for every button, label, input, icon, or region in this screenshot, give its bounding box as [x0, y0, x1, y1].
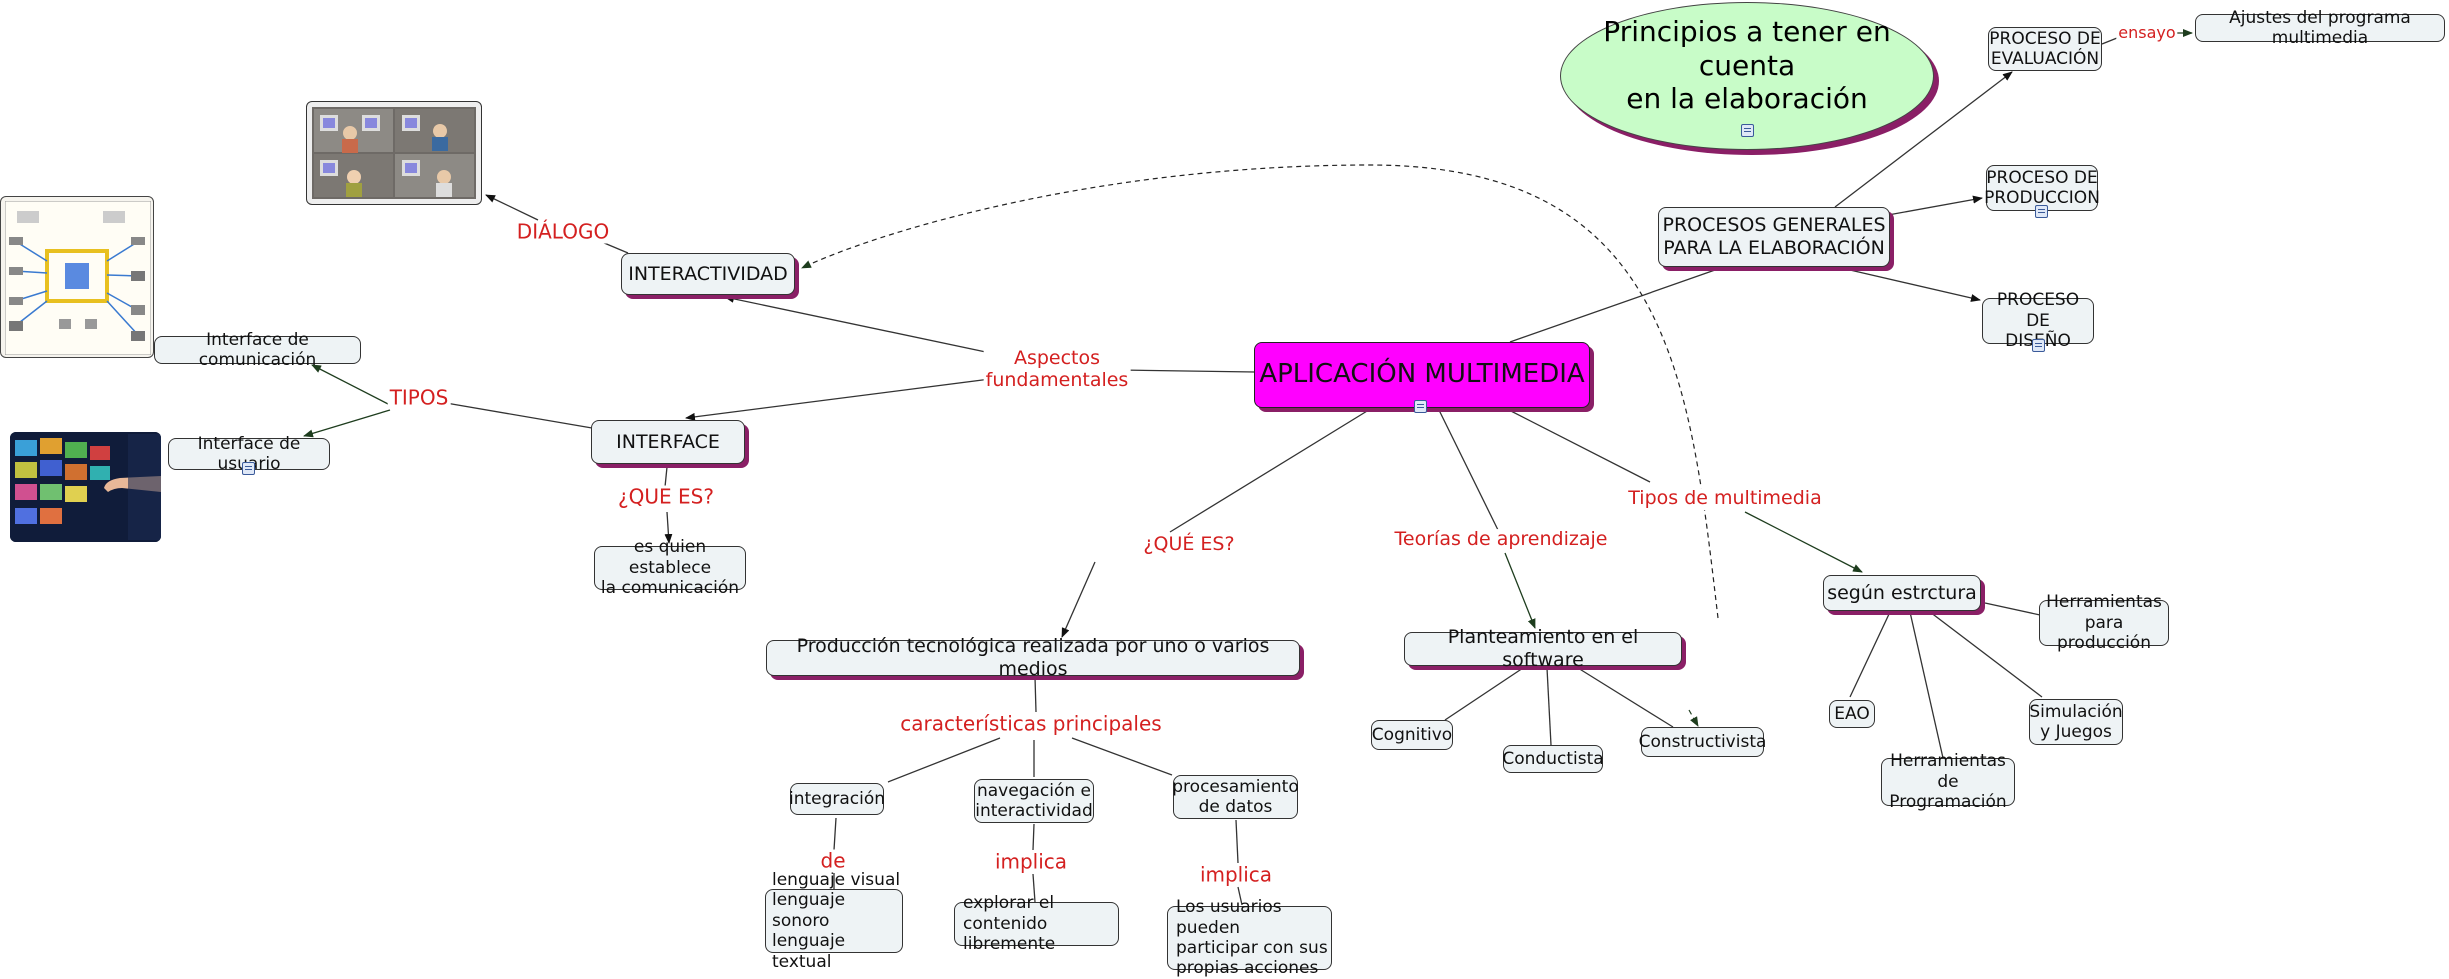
link-label-aspectos: Aspectos fundamentales	[983, 347, 1131, 392]
navegacion-node[interactable]: navegación e interactividad	[974, 779, 1094, 823]
interface-label: INTERFACE	[616, 430, 720, 453]
image-resource-icon[interactable]	[2035, 205, 2048, 218]
interface-node[interactable]: INTERFACE	[591, 420, 745, 464]
eao-label: EAO	[1834, 703, 1870, 724]
interactividad-label: INTERACTIVIDAD	[628, 262, 788, 285]
proceso-evaluacion-label: PROCESO DE EVALUACIÓN	[1989, 28, 2101, 69]
herramientas-produccion-label: Herramientas para producción	[2046, 592, 2162, 654]
integracion-node[interactable]: integración	[788, 783, 886, 815]
procesos-generales-node[interactable]: PROCESOS GENERALES PARA LA ELABORACIÓN	[1658, 207, 1890, 267]
es-quien-node[interactable]: es quien establece la comunicación	[594, 537, 746, 598]
procesamiento-node[interactable]: procesamiento de datos	[1172, 775, 1299, 819]
proceso-produccion-node[interactable]: PROCESO DE PRODUCCION	[1984, 165, 2100, 211]
link-label-que-es: ¿QUÉ ES?	[1141, 533, 1237, 556]
integracion-label: integración	[788, 788, 886, 809]
usuarios-node[interactable]: Los usuarios pueden participar con sus p…	[1167, 897, 1332, 978]
segun-estructura-node[interactable]: según estrctura	[1823, 575, 1981, 611]
interface-diagram-drawing	[4, 200, 152, 356]
simulacion-label: Simulación y Juegos	[2029, 701, 2123, 742]
user-interface-photo[interactable]	[10, 432, 161, 542]
link-label-dialogo: DIÁLOGO	[514, 219, 612, 244]
herramientas-programacion-label: Herramientas de Programación	[1889, 751, 2007, 813]
ajustes-label: Ajustes del programa multimedia	[2229, 7, 2411, 48]
planteamiento-label: Planteamiento en el software	[1447, 626, 1639, 671]
cognitivo-label: Cognitivo	[1371, 724, 1453, 745]
procesamiento-label: procesamiento de datos	[1172, 776, 1299, 817]
link-label-que-es-interface: ¿QUE ES?	[616, 484, 716, 509]
link-label-caracteristicas: características principales	[898, 711, 1164, 736]
ajustes-node[interactable]: Ajustes del programa multimedia	[2195, 8, 2445, 48]
planteamiento-node[interactable]: Planteamiento en el software	[1404, 626, 1682, 671]
interface-comunicacion-node[interactable]: Interface de comunicación	[154, 330, 361, 370]
produccion-node[interactable]: Producción tecnológica realizada por uno…	[766, 635, 1300, 680]
segun-estructura-label: según estrctura	[1827, 581, 1977, 604]
interface-usuario-label: Interface de usuario	[197, 433, 301, 474]
link-label-tipos-multimedia: Tipos de multimedia	[1626, 487, 1824, 510]
root-node[interactable]: APLICACIÓN MULTIMEDIA	[1254, 342, 1590, 408]
classroom-photo[interactable]	[306, 101, 482, 205]
constructivista-node[interactable]: Constructivista	[1638, 727, 1767, 757]
map-title: Principios a tener en cuenta en la elabo…	[1603, 15, 1891, 116]
herramientas-produccion-node[interactable]: Herramientas para producción	[2039, 592, 2169, 653]
produccion-label: Producción tecnológica realizada por uno…	[796, 635, 1270, 680]
link-label-tipos: TIPOS	[387, 385, 451, 410]
explorar-label: explorar el contenido libremente	[963, 893, 1056, 955]
interactividad-node[interactable]: INTERACTIVIDAD	[621, 253, 795, 295]
image-resource-icon[interactable]	[2032, 339, 2045, 352]
user-interface-photo-image	[10, 432, 161, 542]
proceso-produccion-label: PROCESO DE PRODUCCION	[1984, 167, 2100, 208]
constructivista-label: Constructivista	[1638, 731, 1767, 752]
link-label-de: de	[818, 848, 848, 873]
image-resource-icon[interactable]	[242, 462, 255, 475]
simulacion-node[interactable]: Simulación y Juegos	[2029, 699, 2123, 745]
resource-icon[interactable]	[1414, 400, 1427, 413]
procesos-generales-label: PROCESOS GENERALES PARA LA ELABORACIÓN	[1662, 214, 1886, 259]
lenguajes-label: lenguaje visual lenguaje sonoro lenguaje…	[772, 870, 901, 972]
conductista-label: Conductista	[1502, 748, 1604, 769]
link-label-implica-2: implica	[1197, 862, 1275, 887]
classroom-photo-image	[312, 107, 476, 199]
navegacion-label: navegación e interactividad	[975, 780, 1093, 821]
resource-icon[interactable]	[1740, 123, 1754, 137]
interface-comunicacion-label: Interface de comunicación	[198, 329, 317, 370]
proceso-evaluacion-node[interactable]: PROCESO DE EVALUACIÓN	[1988, 27, 2102, 71]
proceso-diseno-node[interactable]: PROCESO DE DISEÑO	[1982, 290, 2094, 351]
eao-node[interactable]: EAO	[1829, 700, 1875, 728]
root-label: APLICACIÓN MULTIMEDIA	[1259, 359, 1585, 390]
map-title-oval: Principios a tener en cuenta en la elabo…	[1560, 2, 1934, 150]
explorar-node[interactable]: explorar el contenido libremente	[954, 893, 1119, 954]
link-label-teorias: Teorías de aprendizaje	[1392, 528, 1610, 551]
herramientas-programacion-node[interactable]: Herramientas de Programación	[1881, 751, 2015, 812]
interface-diagram-image[interactable]	[0, 196, 154, 358]
es-quien-label: es quien establece la comunicación	[600, 537, 740, 599]
link-label-ensayo: ensayo	[2116, 22, 2178, 43]
conductista-node[interactable]: Conductista	[1502, 745, 1604, 773]
lenguajes-node[interactable]: lenguaje visual lenguaje sonoro lenguaje…	[765, 870, 903, 972]
cognitivo-node[interactable]: Cognitivo	[1371, 720, 1453, 750]
usuarios-label: Los usuarios pueden participar con sus p…	[1176, 897, 1328, 979]
link-label-implica-1: implica	[992, 849, 1070, 874]
